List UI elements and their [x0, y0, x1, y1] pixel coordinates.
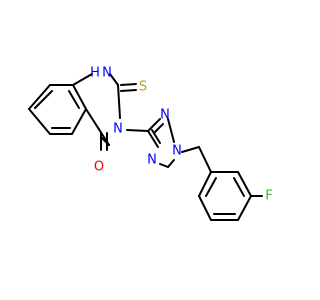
bond [205, 177, 217, 197]
bond [28, 108, 51, 135]
atom-label-o: O [94, 160, 104, 175]
atom-label-f: F [265, 189, 272, 204]
atom-label-triazole-n1: N [172, 144, 182, 159]
atom-label-s: S [139, 80, 147, 95]
atom-label-triazole-n2: N [160, 108, 170, 123]
bond [153, 123, 164, 134]
bond [126, 129, 149, 132]
bond [237, 171, 252, 197]
bond [237, 195, 252, 221]
bond [147, 130, 159, 148]
bond [198, 195, 212, 221]
bond [68, 90, 80, 109]
bond [85, 108, 110, 146]
bond [198, 171, 212, 197]
chemical-structure-diagram: H N S N O N N N F [28, 66, 273, 221]
bonds [28, 73, 263, 221]
bond [147, 118, 161, 132]
bond [167, 118, 175, 143]
atom-label-n3: N [113, 122, 123, 137]
bond [120, 89, 137, 92]
atom-labels: H N S N O N N N F [90, 66, 273, 204]
bond [72, 84, 87, 110]
atom-label-triazole-n4: N [147, 153, 157, 168]
bond [198, 146, 212, 173]
bond [151, 129, 161, 144]
bond [34, 90, 53, 109]
bond [109, 73, 119, 86]
bond [72, 73, 93, 86]
bond [167, 159, 175, 168]
bond [233, 177, 245, 197]
bond [181, 146, 200, 153]
bond [120, 83, 137, 86]
atom-label-nh-h: H [90, 66, 100, 81]
bond [117, 84, 121, 119]
bond [28, 84, 51, 110]
bond [159, 163, 169, 168]
atom-label-nh-n: N [102, 66, 112, 81]
bond [71, 108, 87, 135]
